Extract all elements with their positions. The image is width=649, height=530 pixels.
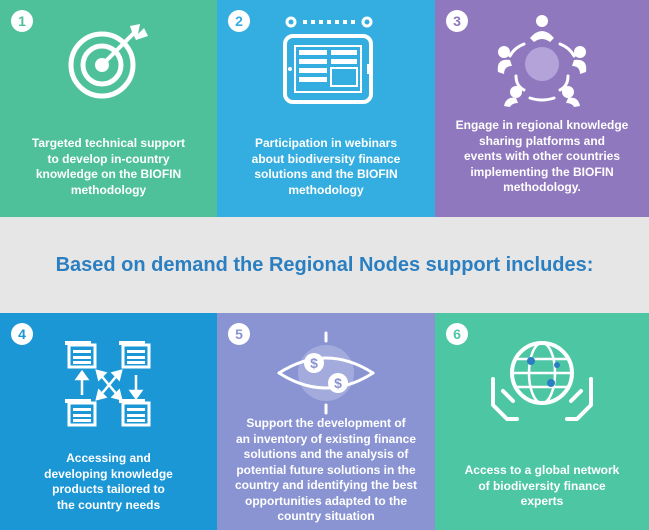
step-badge-6: 6 [446, 323, 468, 345]
globe-hands-icon [435, 339, 649, 425]
tile-5-text: Support the development of an inventory … [234, 416, 417, 523]
step-badge-5: 5 [228, 323, 250, 345]
tablet-webinar-icon [217, 14, 435, 106]
step-badge-4: 4 [11, 323, 33, 345]
step-badge-2: 2 [228, 10, 250, 32]
tile-1-text: Targeted technical support to develop in… [31, 136, 186, 197]
tile-4: 4 [0, 313, 217, 530]
step-badge-3: 3 [446, 10, 468, 32]
tile-5: 5 $ $ Support the development of an inve… [217, 313, 435, 530]
document-exchange-icon [0, 341, 217, 431]
tile-1: 1 Targeted technical support to develop … [0, 0, 217, 217]
finance-orbit-icon: $ $ [217, 331, 435, 415]
tile-3: 3 Engage in [435, 0, 649, 217]
target-icon [0, 22, 217, 102]
tile-2: 2 [217, 0, 435, 217]
tile-6: 6 Access to a global network of bi [435, 313, 649, 530]
step-badge-1: 1 [11, 10, 33, 32]
section-heading: Based on demand the Regional Nodes suppo… [55, 253, 594, 276]
svg-text:$: $ [310, 355, 318, 371]
section-heading-band: Based on demand the Regional Nodes suppo… [0, 217, 649, 313]
tile-2-text: Participation in webinars about biodiver… [251, 136, 401, 197]
svg-text:$: $ [334, 375, 342, 391]
people-network-icon [435, 14, 649, 108]
tile-3-text: Engage in regional knowledge sharing pla… [455, 118, 629, 194]
tile-4-text: Accessing and developing knowledge produ… [44, 451, 173, 512]
tile-6-text: Access to a global network of biodiversi… [464, 463, 620, 508]
